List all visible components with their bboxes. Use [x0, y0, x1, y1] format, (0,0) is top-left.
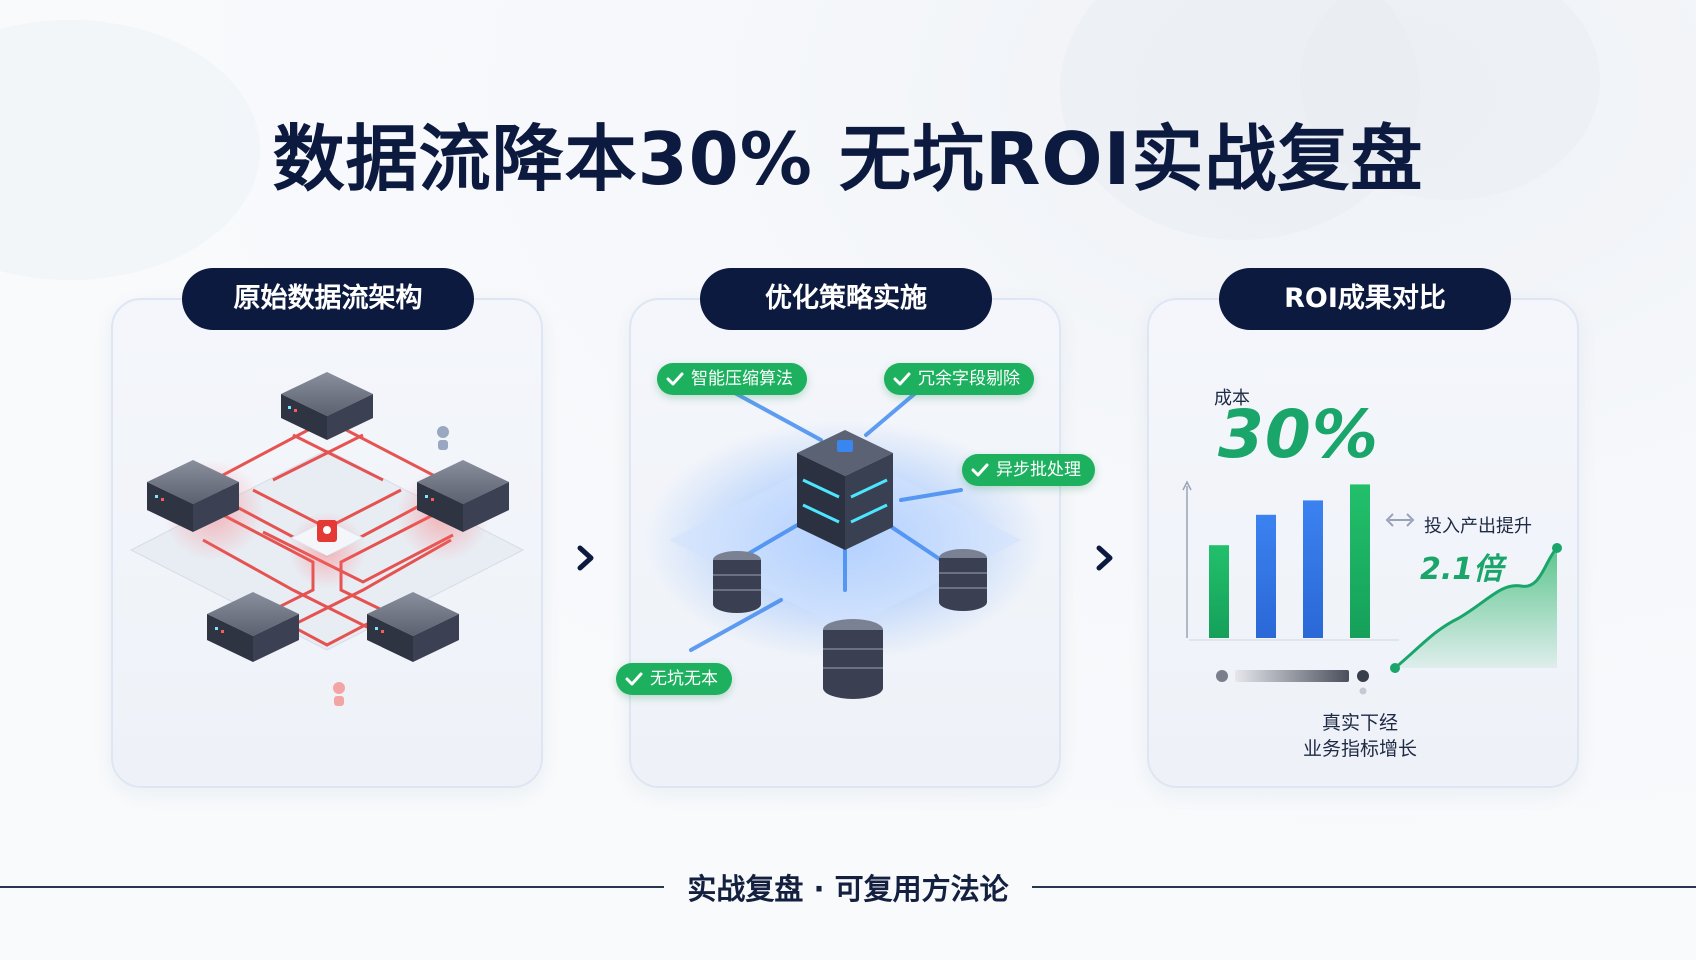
background-blob [1300, 0, 1600, 200]
panel-roi-comparison [1147, 298, 1579, 788]
server-node [147, 460, 239, 532]
background-blob [1060, 0, 1420, 240]
note-line-2: 业务指标增长 [1302, 738, 1417, 760]
footer-divider-left [0, 886, 664, 888]
roi-bar [1256, 514, 1276, 638]
database-icon [939, 549, 987, 611]
database-icon [823, 619, 883, 699]
axis-arrow-icon [1182, 480, 1192, 491]
panel-label-strategy: 优化策略实施 [700, 268, 992, 330]
roi-bar [1303, 500, 1323, 638]
tag-async-batch: 异步批处理 [962, 454, 1095, 486]
note-line-1: 真实下经 [1321, 712, 1398, 734]
cost-value: 30% [1218, 396, 1379, 473]
server-node [281, 372, 373, 440]
roi-label: 投入产出提升 [1424, 516, 1532, 537]
page-title: 数据流降本30% 无坑ROI实战复盘 [272, 117, 1424, 201]
tag-label: 冗余字段剔除 [918, 369, 1020, 389]
tag-label: 无坑无本 [650, 669, 718, 689]
tag-no-pit: 无坑无本 [616, 663, 732, 695]
server-node [207, 592, 299, 662]
growth-start-point [1390, 663, 1400, 673]
tag-label: 智能压缩算法 [691, 369, 793, 389]
check-icon [893, 372, 911, 386]
slider-dot [1359, 687, 1367, 695]
check-icon [625, 672, 643, 686]
slider-track [1235, 670, 1349, 682]
server-node [367, 592, 459, 662]
roi-value: 2.1倍 [1420, 552, 1504, 587]
panel-label-roi: ROI成果对比 [1219, 268, 1511, 330]
slider-start-dot [1216, 670, 1228, 682]
chevron-right-icon [1096, 545, 1113, 571]
roi-bar [1209, 545, 1229, 638]
chevron-right-icon [577, 545, 594, 571]
panel-original-architecture [111, 298, 543, 788]
roi-chart [1182, 480, 1562, 695]
original-architecture-illustration [129, 372, 525, 706]
database-icon [713, 551, 761, 613]
roi-bar [1350, 484, 1370, 638]
panel-label-original: 原始数据流架构 [182, 268, 474, 330]
cost-label: 成本 [1214, 388, 1250, 409]
tag-smart-compression: 智能压缩算法 [657, 363, 807, 395]
double-arrow-icon [1385, 513, 1415, 527]
tag-redundant-fields: 冗余字段剔除 [884, 363, 1034, 395]
footer-divider-right [1032, 886, 1696, 888]
growth-end-point [1552, 543, 1562, 553]
footer-caption: 实战复盘 · 可复用方法论 [687, 872, 1009, 906]
check-icon [971, 463, 989, 477]
server-node [417, 460, 509, 532]
central-server [797, 430, 893, 550]
growth-line [1394, 546, 1559, 670]
tag-label: 异步批处理 [996, 460, 1081, 480]
slider-end-dot [1357, 670, 1369, 682]
optimization-illustration [645, 378, 1045, 699]
check-icon [666, 372, 684, 386]
